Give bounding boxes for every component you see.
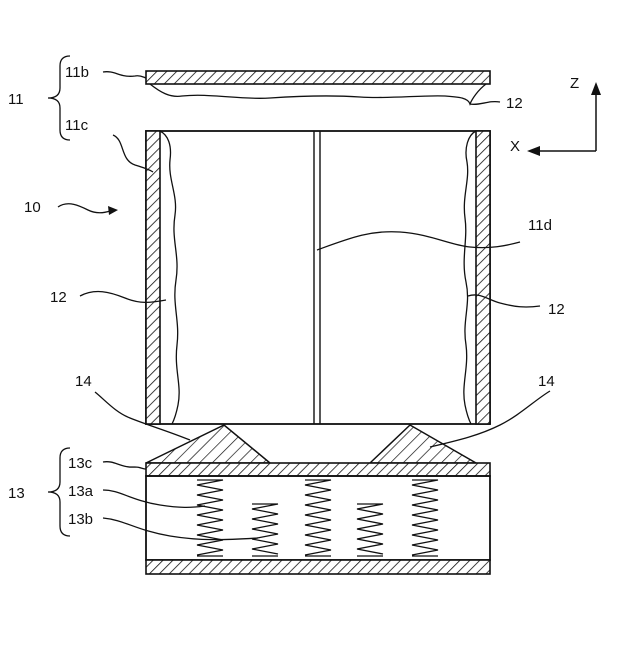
label-13a: 13a <box>68 483 94 500</box>
label-11b: 11b <box>65 64 89 81</box>
leader-13b <box>103 518 258 540</box>
label-12-left: 12 <box>50 289 67 306</box>
top-plate-11b <box>146 71 490 84</box>
base-plate-13c <box>146 463 490 476</box>
spring-13a-1 <box>197 480 223 556</box>
x-axis-arrowhead <box>527 146 540 156</box>
leader-11b <box>103 72 146 78</box>
spring-13a-2 <box>305 480 331 556</box>
pad-14-right <box>370 425 476 463</box>
box-outline-10 <box>146 131 490 424</box>
right-wall-11c <box>476 131 490 424</box>
base-bottom-plate <box>146 560 490 574</box>
label-11: 11 <box>8 91 24 108</box>
label-14-left: 14 <box>75 373 92 390</box>
label-11c: 11c <box>65 117 89 134</box>
axis-label-z: Z <box>570 75 579 92</box>
top-film-12 <box>150 84 486 104</box>
spring-13b-1 <box>252 504 278 556</box>
left-wall-11c <box>146 131 160 424</box>
label-13: 13 <box>8 485 25 502</box>
spring-13a-3 <box>412 480 438 556</box>
leader-12-top <box>470 102 500 105</box>
leader-10-arrowhead <box>108 206 118 215</box>
spring-13b-2 <box>357 504 383 556</box>
z-axis-arrowhead <box>591 82 601 95</box>
leader-13a <box>103 490 205 507</box>
label-14-right: 14 <box>538 373 555 390</box>
bracket-13 <box>48 448 70 536</box>
axis-label-x: X <box>510 138 520 155</box>
leader-13c <box>103 462 146 469</box>
label-11d: 11d <box>528 217 552 234</box>
springs-group <box>197 480 438 556</box>
label-12-right: 12 <box>548 301 565 318</box>
label-13b: 13b <box>68 511 93 528</box>
left-film-12 <box>160 131 179 424</box>
right-film-12 <box>464 131 476 424</box>
leader-10 <box>58 204 110 213</box>
label-13c: 13c <box>68 455 93 472</box>
label-10: 10 <box>24 199 41 216</box>
label-12-top: 12 <box>506 95 523 112</box>
